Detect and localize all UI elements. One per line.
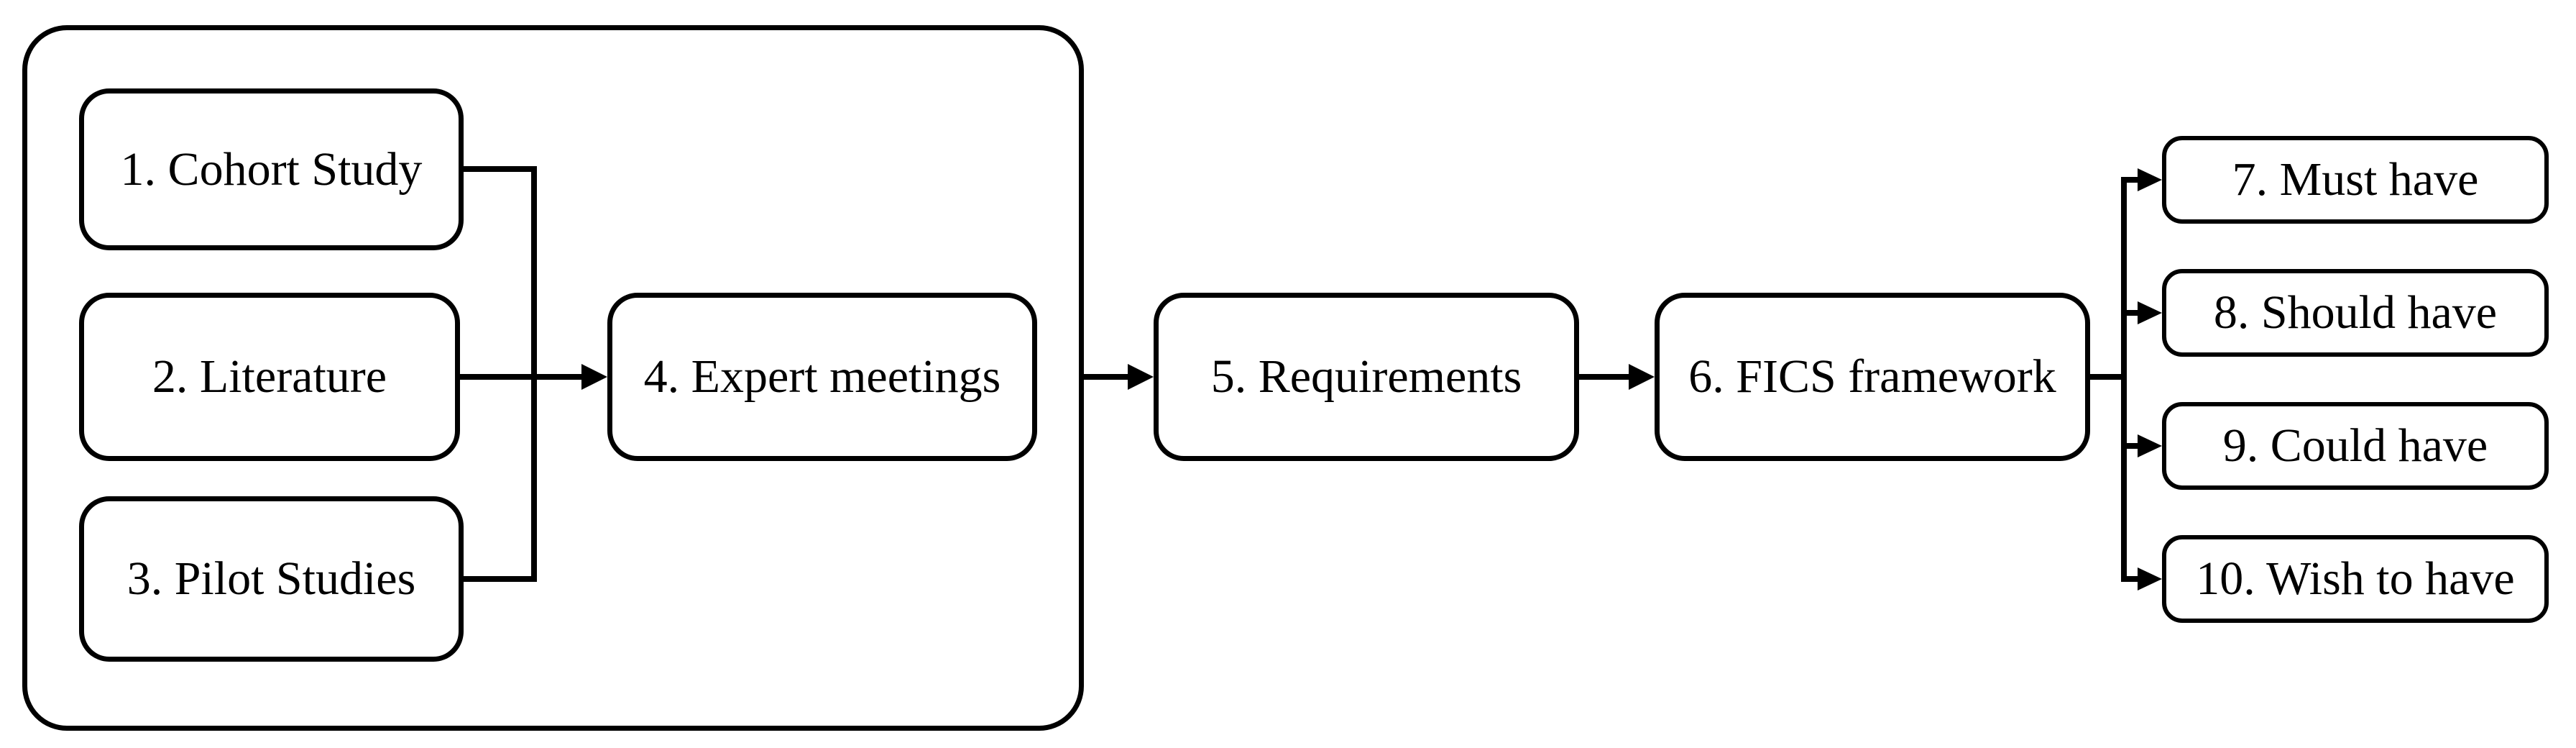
arrowhead-wish-to-have — [2138, 567, 2162, 590]
arrowhead-should-have — [2138, 301, 2162, 324]
arrowhead-could-have — [2138, 434, 2162, 457]
arrowhead-must-have — [2138, 168, 2162, 191]
node-wish-to-have: 10. Wish to have — [2162, 535, 2549, 623]
arrowhead-fics-framework — [1629, 364, 1655, 390]
node-could-have: 9. Could have — [2162, 402, 2549, 490]
node-requirements: 5. Requirements — [1154, 293, 1579, 461]
node-expert-meetings: 4. Expert meetings — [607, 293, 1037, 461]
arrowhead-requirements — [1128, 364, 1154, 390]
node-should-have: 8. Should have — [2162, 269, 2549, 357]
arrowhead-expert-meetings — [581, 364, 607, 390]
node-literature: 2. Literature — [79, 293, 460, 461]
node-pilot-studies: 3. Pilot Studies — [79, 496, 464, 662]
node-cohort-study: 1. Cohort Study — [79, 88, 464, 250]
node-must-have: 7. Must have — [2162, 136, 2549, 224]
node-fics-framework: 6. FICS framework — [1655, 293, 2090, 461]
